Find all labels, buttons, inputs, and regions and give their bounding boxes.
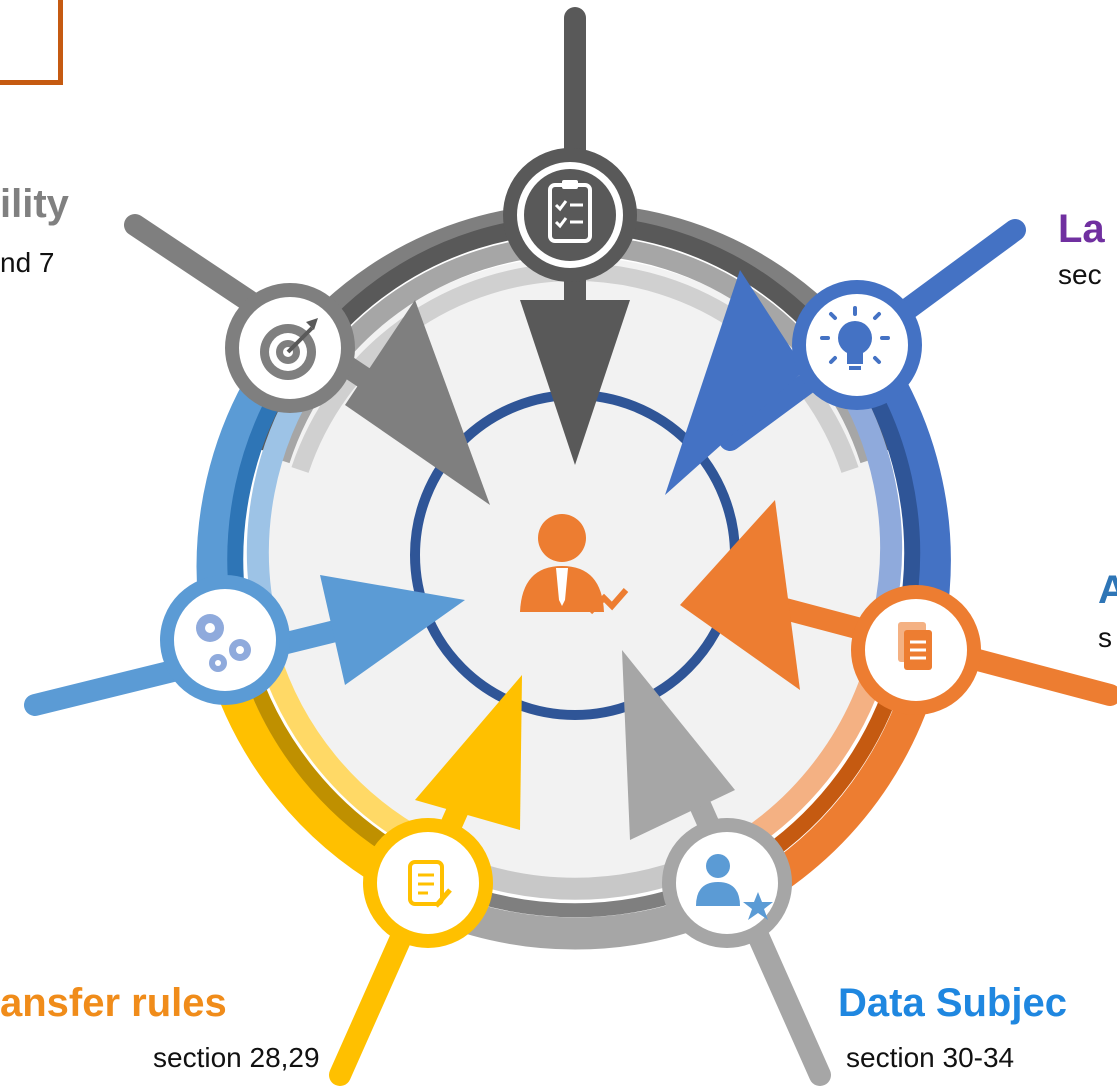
node-bottom-right	[662, 818, 792, 948]
node-upper-left	[225, 283, 355, 413]
arrow-right	[680, 500, 800, 690]
accountability-subtitle: nd 7	[0, 247, 55, 278]
arrow-bottom-right	[622, 650, 735, 840]
document-icon	[898, 622, 932, 670]
node-right	[851, 585, 981, 715]
a-subtitle: s	[1098, 622, 1112, 653]
ring-yellow-inner	[257, 648, 430, 852]
arrow-upper-left	[345, 300, 490, 505]
transfer-rules-subtitle: section 28,29	[153, 1042, 320, 1073]
data-subject-title: Data Subjec	[838, 981, 1067, 1025]
corner-frame	[0, 0, 63, 85]
node-bottom-left	[363, 818, 493, 948]
node-upper-right	[792, 280, 922, 410]
business-person-icon	[520, 514, 629, 615]
lightbulb-icon	[820, 306, 890, 370]
clipboard-checklist-icon	[548, 180, 592, 243]
target-icon	[260, 318, 318, 380]
arrow-top	[520, 300, 630, 465]
transfer-rules-title: ansfer rules	[0, 981, 227, 1025]
arrow-bottom-left	[415, 675, 522, 830]
accountability-title: ility	[0, 182, 69, 226]
lawful-title: La	[1058, 207, 1105, 251]
arrowheads	[320, 270, 805, 840]
lawful-subtitle: sec	[1058, 259, 1102, 290]
a-title: A	[1098, 568, 1117, 612]
data-subject-subtitle: section 30-34	[846, 1042, 1015, 1073]
node-top	[503, 148, 637, 282]
arrow-upper-right	[665, 270, 805, 495]
gears-icon	[196, 614, 251, 672]
user-star-icon	[696, 854, 773, 920]
node-left	[160, 575, 290, 705]
edit-note-icon	[408, 860, 452, 908]
arrow-left	[320, 575, 465, 685]
